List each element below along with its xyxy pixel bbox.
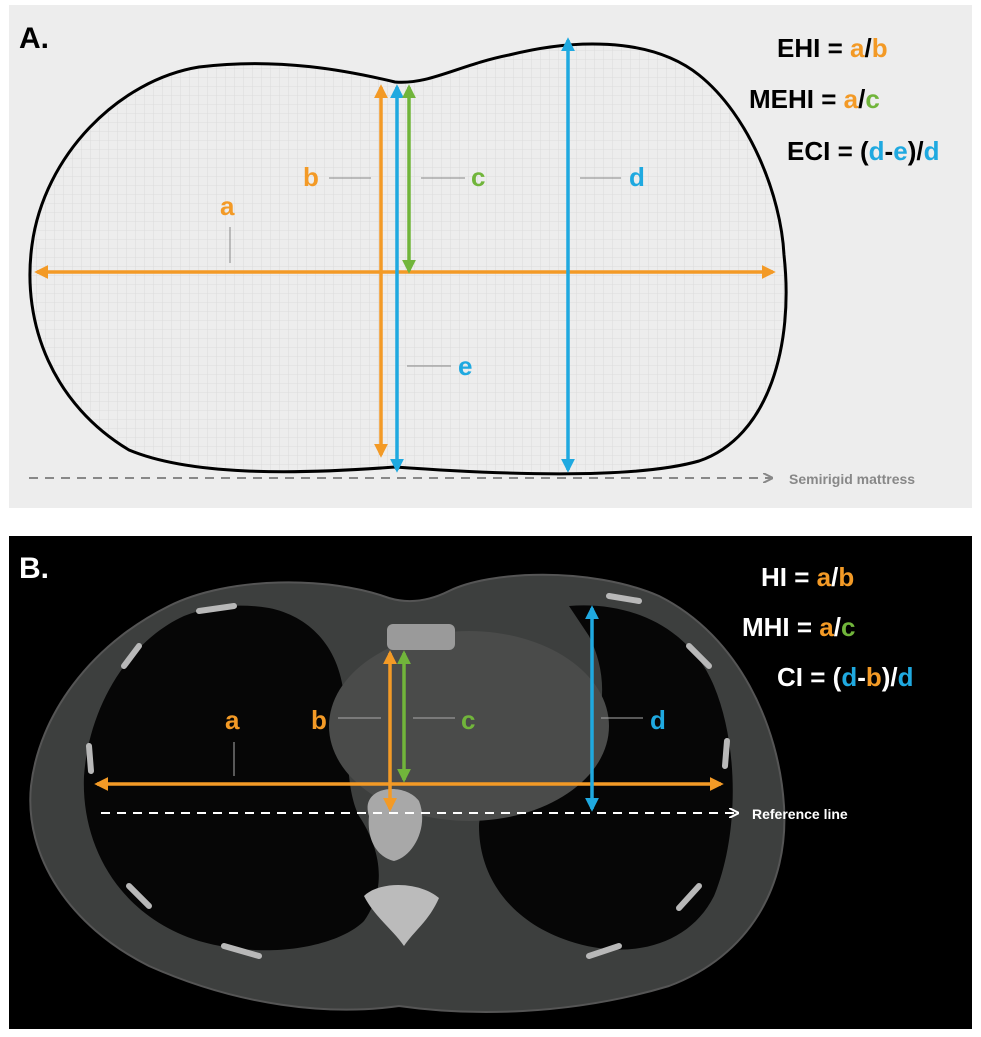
formula-mhi: MHI = a/c (742, 612, 855, 642)
label-b-ct: b (311, 705, 327, 735)
formula-hi: HI = a/b (761, 562, 854, 592)
label-c-ct: c (461, 705, 475, 735)
label-d-ct: d (650, 705, 666, 735)
formula-ehi: EHI = a/b (777, 33, 888, 63)
label-a-ct: a (225, 705, 240, 735)
panel-a-diagram: a b c d e A. EHI = a/b MEHI = a/c ECI = … (9, 5, 972, 508)
label-d: d (629, 162, 645, 192)
ct-sternum (387, 624, 455, 650)
label-b: b (303, 162, 319, 192)
label-c: c (471, 162, 485, 192)
formula-mehi: MEHI = a/c (749, 84, 880, 114)
reference-line-label: Reference line (752, 806, 848, 822)
formula-ci: CI = (d-b)/d (777, 662, 914, 692)
panel-b-drawing: a b c d B. HI = a/b MHI = a/c CI = (d-b)… (19, 552, 914, 1013)
label-a: a (220, 191, 235, 221)
panel-a-drawing: a b c d e A. EHI = a/b MEHI = a/c ECI = … (19, 22, 939, 487)
label-e: e (458, 351, 472, 381)
leader-lines-ct (233, 717, 643, 776)
panel-b-letter: B. (19, 552, 49, 585)
ct-spinal-process (364, 884, 439, 946)
ct-vertebra (367, 789, 423, 861)
mattress-label: Semirigid mattress (789, 471, 915, 487)
panel-b-ct-scan: a b c d B. HI = a/b MHI = a/c CI = (d-b)… (9, 536, 972, 1029)
panel-a-letter: A. (19, 22, 49, 55)
leader-lines (229, 177, 621, 367)
formula-eci: ECI = (d-e)/d (787, 136, 939, 166)
ct-ribs (86, 593, 730, 959)
